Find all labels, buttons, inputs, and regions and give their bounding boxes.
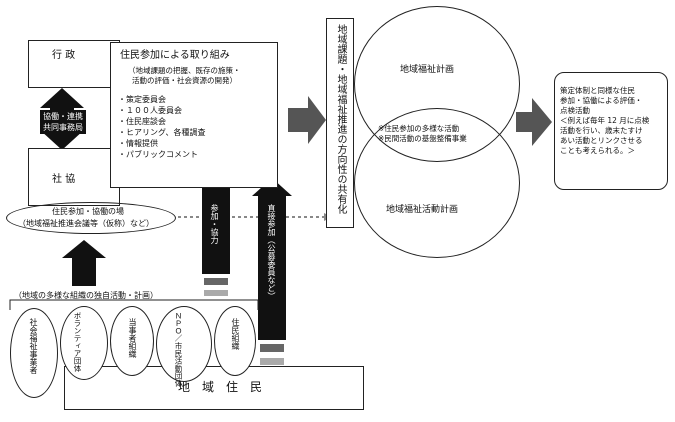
katsudo-label: 地域福祉活動計画 [386,205,459,215]
shakyo-label: 社 協 [52,174,76,185]
torikumi-item: ・１００人委員会 [118,106,182,115]
torikumi-box [110,42,278,188]
evaluation-box [554,72,668,190]
evaluation-line: ＜例えば毎年 12 月に点検 [560,116,650,125]
group-jumin-label: 住民組織 [231,318,240,350]
evaluation-line: 活動を行い、歳末たすけ [560,126,643,135]
gyosei-label: 行 政 [52,50,76,61]
overlap-line2: ※民間活動の基盤整備事業 [378,134,467,143]
chiiki-jumin-label: 地 域 住 民 [178,380,263,394]
chokusetsu-label: 直接参加（公募委員など） [267,204,276,300]
shared-label: 地域課題・地域福祉推進の方向性の共有化 [335,24,346,214]
group-jumin [214,306,256,376]
katsudo-circle [354,108,520,258]
torikumi-item: ・住民座談会 [118,117,166,126]
arrow-up-sanka [194,168,238,274]
evaluation-line: あい活動とリンクさせる [560,136,643,145]
torikumi-title: 住民参加による取り組み [120,50,230,61]
torikumi-sub2: 活動の評価・社会資源の開発） [132,76,237,85]
jiritsu-label: （地域の多様な組織の独自活動・計画） [14,291,158,300]
torikumi-item: ・情報提供 [118,139,158,148]
group-tojisha [110,306,154,376]
torikumi-item: ・策定委員会 [118,95,166,104]
group-tojisha-label: 当事者組織 [128,318,137,358]
arrow-up-to-ba [62,240,106,286]
torikumi-item: ・パブリックコメント [118,150,198,159]
evaluation-line: 点検活動 [560,106,590,115]
group-volunteer-label: ボランティア団体 [73,312,82,372]
gyosei-box [28,40,120,88]
arrow-to-evaluation [516,98,552,146]
group-shafuku-label: 社会福祉事業者 [29,318,38,374]
torikumi-item: ・ヒアリング、各種調査 [118,128,206,137]
chiiki-jumin-box [64,366,364,410]
evaluation-line: 策定体制と同様な住民 [560,86,635,95]
ba-line1: 住民参加・協働の場 [52,207,124,216]
group-shafuku [10,308,58,398]
ba-line2: （地域福祉推進会議等（仮称）など） [18,219,154,228]
shared-box [326,18,354,228]
evaluation-text: 策定体制と同様な住民 参加・協働による評価・ 点検活動 ＜例えば毎年 12 月に… [560,86,649,156]
keikaku-label: 地域福祉計画 [400,65,455,75]
arrow-up-chokusetsu [252,178,292,340]
torikumi-list: ・策定委員会 ・１００人委員会 ・住民座談会 ・ヒアリング、各種調査 ・情報提供… [118,94,205,160]
kyodo-label: 協働・連携 共同事務局 [40,110,86,134]
ba-ellipse [6,202,176,234]
evaluation-line: 参加・協働による評価・ [560,96,643,105]
group-volunteer [60,306,108,380]
evaluation-line: ことも考えられる。＞ [560,146,635,155]
group-npo [156,306,212,382]
group-npo-label: ＮＰＯ／市民活動団体 [174,312,183,387]
torikumi-sub1: （地域課題の把握、既存の施策・ [128,66,241,75]
sanka-label: 参加・協力 [210,204,219,244]
arrow-to-shared [288,96,326,144]
overlap-line1: ※住民参加の多様な活動 [378,124,460,133]
